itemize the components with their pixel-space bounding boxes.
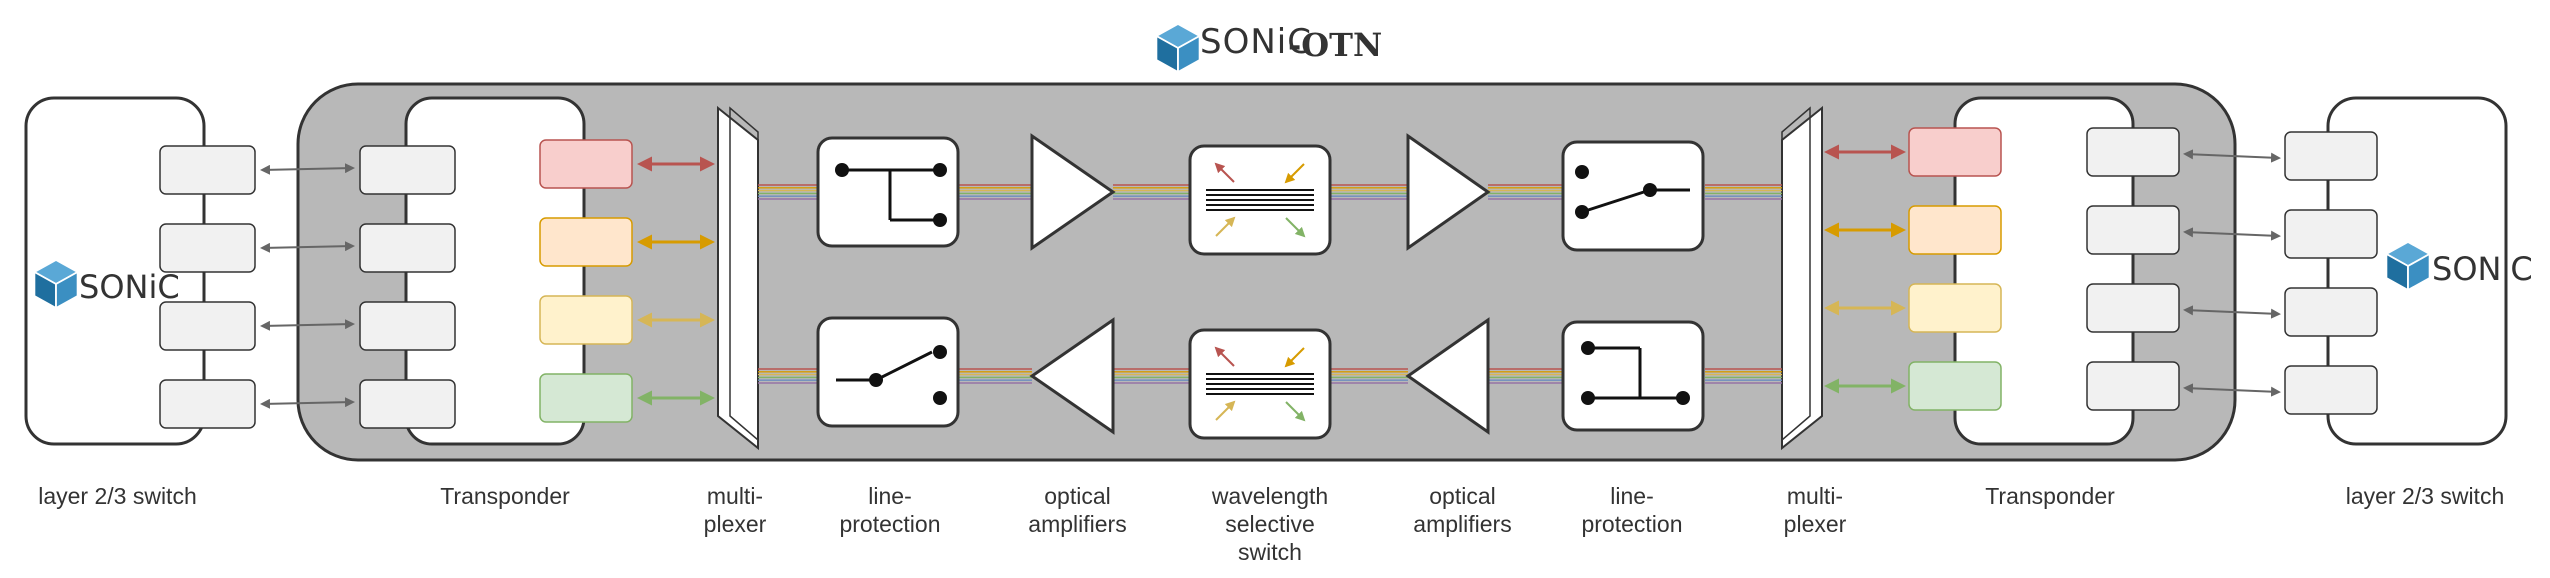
label-switch-right: layer 2/3 switch bbox=[2345, 483, 2505, 509]
amplifier-icon-top-left bbox=[1030, 133, 1116, 251]
wss-arrow bbox=[1285, 401, 1306, 422]
client-link-right bbox=[2183, 383, 2281, 397]
line-protection-bottom-right bbox=[1561, 320, 1705, 432]
switch-right-port bbox=[2284, 287, 2378, 337]
transponder-left-line-port bbox=[539, 295, 633, 345]
sonic-logo-text-right: SONiC bbox=[2432, 250, 2533, 288]
client-link-left bbox=[260, 319, 355, 331]
multiplexer-icon-left-inner bbox=[729, 106, 759, 442]
client-link-left bbox=[260, 241, 355, 253]
multiplexer-icon-right bbox=[1781, 105, 1823, 451]
transponder-right bbox=[1953, 96, 2135, 446]
transponder-right-line-port bbox=[1908, 205, 2002, 255]
transponder-left-line-port bbox=[539, 373, 633, 423]
switch-left-port bbox=[159, 301, 256, 351]
transponder-right-client-port bbox=[2086, 127, 2180, 177]
title-brand: SONiC bbox=[1200, 22, 1312, 62]
wss-arrow bbox=[1215, 400, 1236, 421]
lp-dot bbox=[1575, 165, 1589, 179]
lp-dot bbox=[835, 163, 849, 177]
client-link-right bbox=[2183, 149, 2281, 163]
label-lineprot-right: line- protection bbox=[1581, 483, 1683, 537]
amplifier-icon-top-right bbox=[1406, 133, 1491, 251]
line-protection-top-left bbox=[816, 136, 960, 248]
label-transponder-left: Transponder bbox=[440, 483, 570, 509]
switch-left-port bbox=[159, 223, 256, 273]
lp-dot bbox=[933, 391, 947, 405]
sonic-logo-icon-right bbox=[2384, 240, 2432, 292]
transponder-right-line-port bbox=[1908, 127, 2002, 177]
amplifier-icon-bottom-left bbox=[1029, 317, 1115, 435]
transponder-left-client-port bbox=[359, 379, 456, 429]
sonic-logo-face bbox=[1177, 34, 1201, 74]
transponder-left-client-port bbox=[359, 223, 456, 273]
label-mux-right: multi- plexer bbox=[1783, 483, 1847, 537]
wss-arrow bbox=[1284, 163, 1305, 184]
lp-dot bbox=[933, 345, 947, 359]
transponder-right-client-port bbox=[2086, 205, 2180, 255]
sonic-logo-face bbox=[55, 270, 79, 310]
lp-dot bbox=[933, 163, 947, 177]
sonic-logo-text-left: SONiC bbox=[79, 268, 180, 306]
switch-left-port bbox=[159, 379, 256, 429]
label-switch-left: layer 2/3 switch bbox=[38, 483, 197, 509]
label-lineprot-left: line- protection bbox=[839, 483, 941, 537]
wss-arrow bbox=[1214, 346, 1235, 367]
sonic-logo-icon-title bbox=[1154, 22, 1202, 74]
transponder-left-client-port bbox=[359, 301, 456, 351]
client-link-right bbox=[2183, 227, 2281, 241]
label-mux-left: multi- plexer bbox=[703, 483, 767, 537]
transponder-left-client-port bbox=[359, 145, 456, 195]
lp-wire bbox=[1581, 188, 1651, 214]
switch-right-port bbox=[2284, 209, 2378, 259]
label-transponder-right: Transponder bbox=[1985, 483, 2115, 509]
label-amp-right: optical amplifiers bbox=[1413, 483, 1512, 537]
lp-dot bbox=[1676, 391, 1690, 405]
client-link-right bbox=[2183, 305, 2281, 319]
transponder-right-client-port bbox=[2086, 361, 2180, 411]
otn-container bbox=[296, 82, 2237, 462]
switch-right-port bbox=[2284, 131, 2378, 181]
transponder-right-line-port bbox=[1908, 361, 2002, 411]
transponder-right-line-port bbox=[1908, 283, 2002, 333]
switch-left-port bbox=[159, 145, 256, 195]
lp-dot bbox=[933, 213, 947, 227]
amplifier-icon-bottom-right bbox=[1405, 317, 1490, 435]
line-protection-bottom-left bbox=[816, 316, 960, 428]
client-link-left bbox=[260, 163, 355, 175]
transponder-left-line-port bbox=[539, 217, 633, 267]
wss-arrow bbox=[1285, 217, 1306, 238]
client-link-left bbox=[260, 397, 355, 409]
lp-wire bbox=[875, 350, 933, 382]
multiplexer-icon-right-inner bbox=[1781, 106, 1811, 442]
wss-arrow bbox=[1214, 162, 1235, 183]
wss-arrow bbox=[1215, 216, 1236, 237]
transponder-right-client-port bbox=[2086, 283, 2180, 333]
sonic-logo-face bbox=[2407, 252, 2431, 292]
label-amp-left: optical amplifiers bbox=[1028, 483, 1127, 537]
label-wss: wavelength selective switch bbox=[1211, 483, 1329, 565]
sonic-logo-icon-left bbox=[32, 258, 80, 310]
wss-arrow bbox=[1284, 347, 1305, 368]
transponder-left-line-port bbox=[539, 139, 633, 189]
multiplexer-icon-left bbox=[717, 105, 759, 451]
switch-right-port bbox=[2284, 365, 2378, 415]
title-suffix: -OTN bbox=[1288, 26, 1383, 64]
